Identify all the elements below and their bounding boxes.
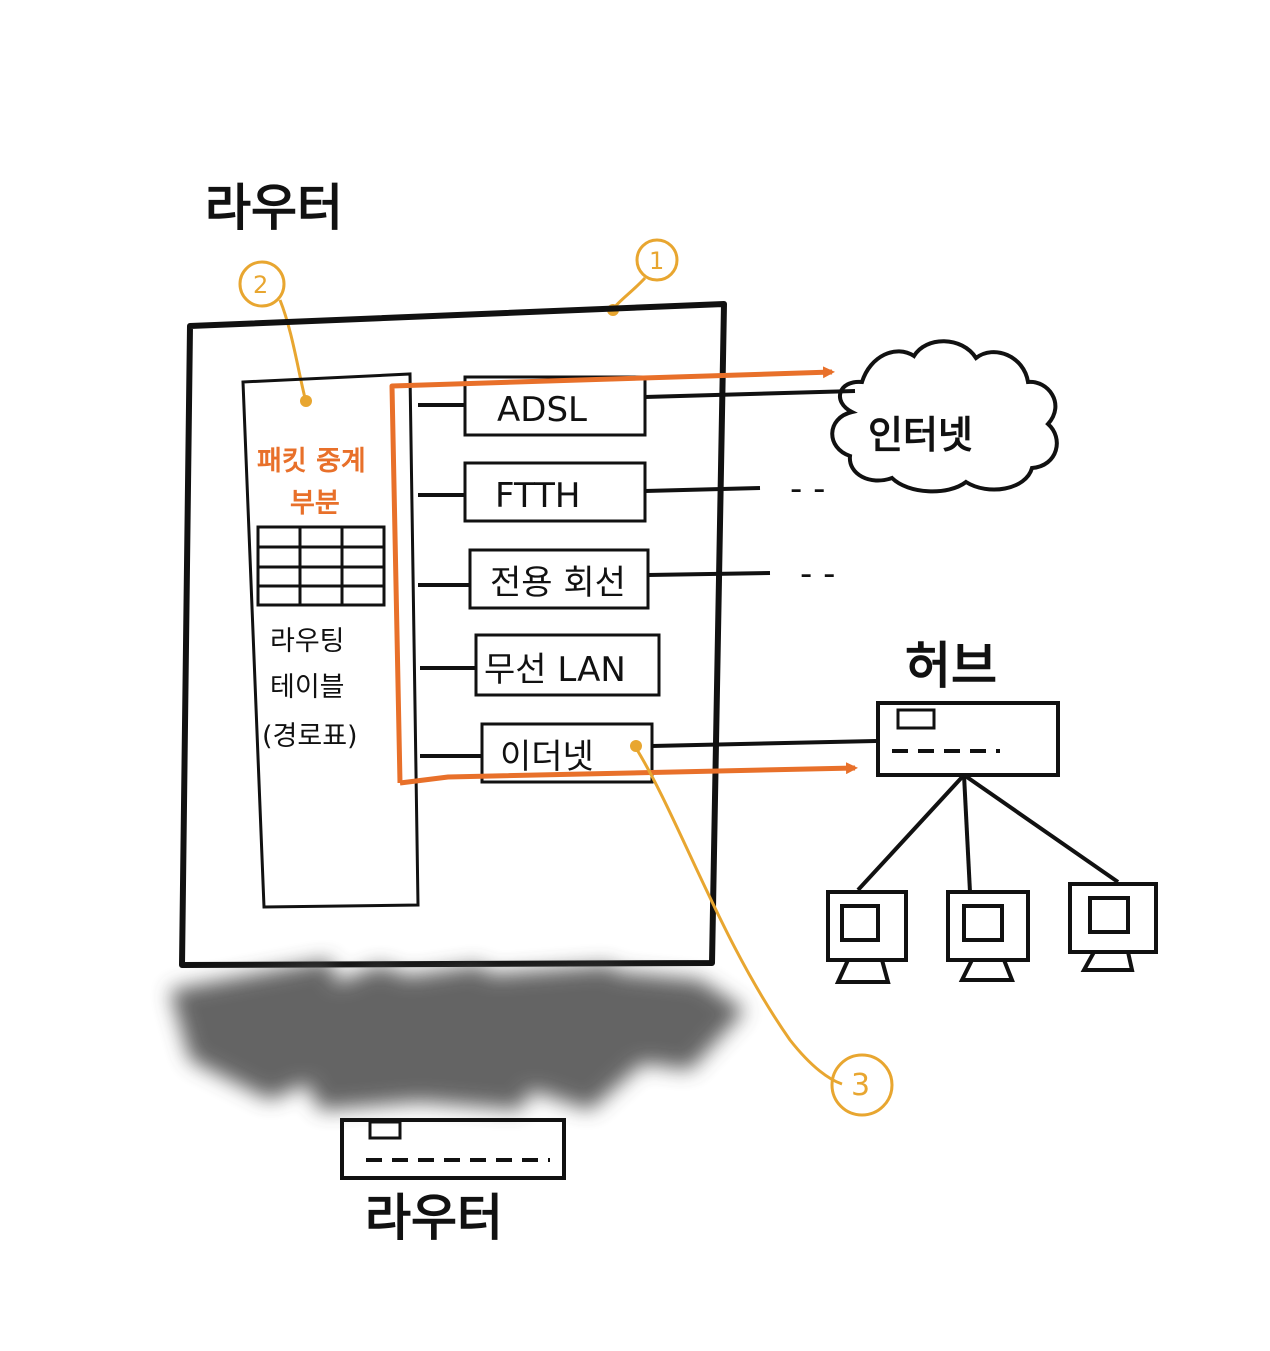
- ftth-line: [644, 486, 761, 493]
- motion-shadow: [170, 960, 745, 1110]
- hub-icon: [856, 701, 1120, 893]
- port-adsl-label: ADSL: [497, 390, 587, 430]
- router-body: [179, 301, 727, 968]
- routing-table-caption-line1: 라우팅: [270, 626, 345, 657]
- callout-2: 2: [238, 260, 312, 407]
- computer-icon: [826, 890, 908, 984]
- router-icon: [340, 1118, 566, 1180]
- computer-icon: [946, 890, 1030, 982]
- packet-path-arrow: [389, 366, 835, 784]
- port-leased-line-label: 전용 회선: [490, 563, 626, 603]
- routing-table-caption-line2: 테이블: [270, 672, 345, 703]
- cloud-icon: 인터넷: [830, 339, 1059, 494]
- port-ethernet-label: 이더넷: [500, 737, 594, 777]
- packet-relay-section: [241, 372, 420, 909]
- ftth-continuation-dashes: - -: [790, 469, 825, 509]
- relay-label-line1: 패킷 중계: [257, 446, 366, 477]
- bottom-router-label: 라우터: [365, 1189, 503, 1247]
- port-wireless-lan-label: 무선 LAN: [484, 650, 626, 690]
- port-wireless-lan: 무선 LAN: [420, 633, 661, 697]
- port-ethernet: 이더넷: [420, 722, 654, 784]
- callout-3-label: 3: [851, 1068, 870, 1103]
- ethernet-to-hub-line: [651, 739, 877, 748]
- computer-icon: [1068, 882, 1158, 972]
- callout-3: 3: [634, 747, 894, 1117]
- callout-2-label: 2: [253, 271, 268, 299]
- adsl-to-internet-line: [644, 389, 856, 399]
- routing-table-icon: [256, 525, 386, 607]
- port-ftth: FTTH: [418, 461, 647, 523]
- packet-path-arrow-to-hub: [399, 762, 858, 786]
- hub-label: 허브: [905, 637, 997, 695]
- port-adsl: ADSL: [418, 375, 647, 437]
- internet-label: 인터넷: [868, 413, 973, 457]
- callout-1-label: 1: [649, 247, 664, 275]
- port-leased-line: 전용 회선: [418, 548, 650, 610]
- leased-line: [647, 571, 771, 577]
- router-title: 라우터: [205, 179, 343, 237]
- relay-label-line2: 부분: [290, 488, 340, 519]
- routing-table-caption-line3: (경로표): [262, 721, 358, 752]
- port-ftth-label: FTTH: [495, 476, 580, 516]
- leased-line-continuation-dashes: - -: [800, 554, 835, 594]
